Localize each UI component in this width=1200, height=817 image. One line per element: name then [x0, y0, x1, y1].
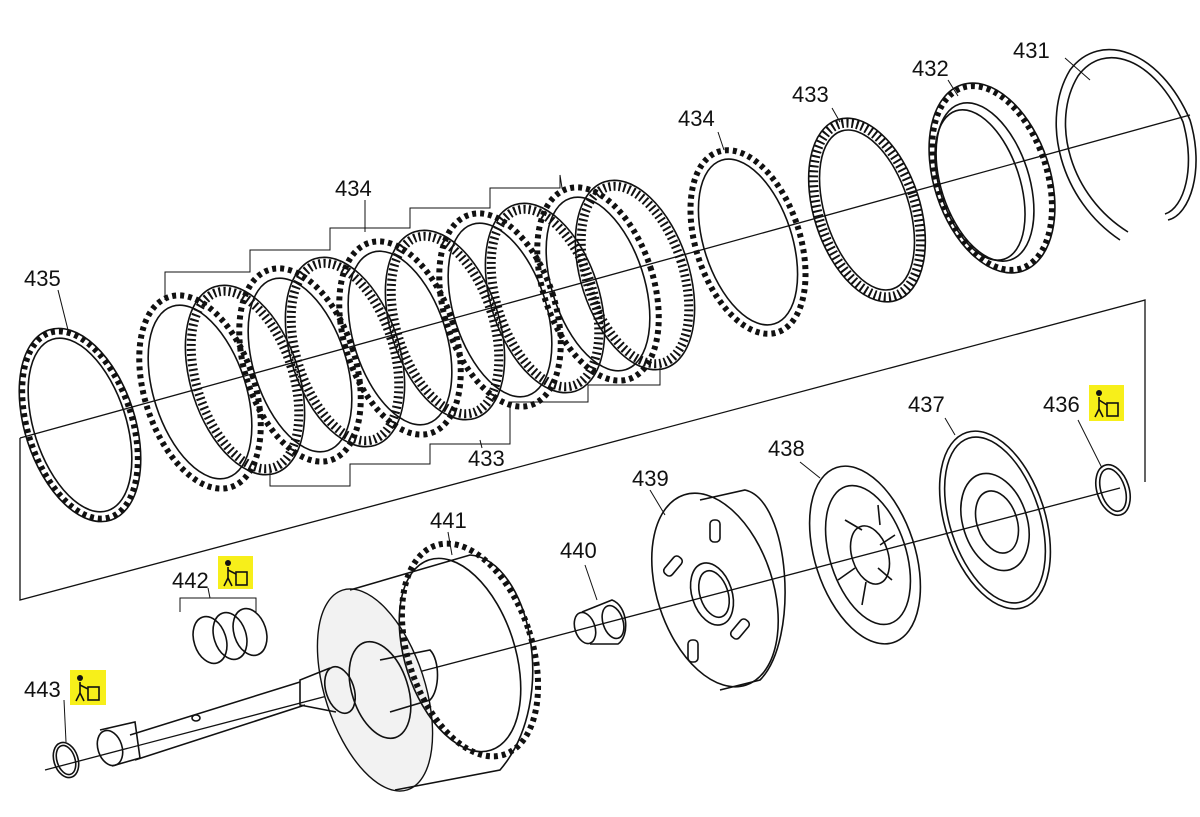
housing-439 [650, 489, 786, 691]
discard-icon-443 [70, 670, 106, 705]
discard-icon-442 [218, 556, 253, 589]
callout-442: 442 [172, 568, 209, 593]
callout-437: 437 [908, 392, 945, 417]
leader-434-right [717, 131, 725, 151]
callout-436: 436 [1043, 392, 1080, 417]
steel-plate-434-right [687, 147, 809, 337]
callout-443: 443 [24, 677, 61, 702]
friction-plate-433-top [807, 117, 927, 303]
axis-line-upper [19, 114, 1191, 439]
callout-439: 439 [632, 466, 669, 491]
discard-icon-436 [1089, 385, 1124, 421]
callout-433-top: 433 [792, 82, 829, 107]
axis-line-lower [44, 487, 1121, 771]
seal-rings-442 [192, 607, 268, 665]
leader-437 [944, 417, 956, 436]
plate-435 [18, 327, 142, 523]
bushing-440 [573, 599, 627, 645]
snap-ring-431 [1055, 48, 1197, 241]
leader-431 [1064, 57, 1091, 81]
leader-438 [799, 461, 821, 479]
clutch-pack-group [136, 179, 696, 492]
snap-ring-443 [52, 741, 80, 779]
callout-441: 441 [430, 508, 467, 533]
callout-435: 435 [24, 266, 61, 291]
snap-ring-436 [1094, 463, 1132, 517]
bracket-442 [179, 597, 257, 612]
leader-433-top [831, 107, 841, 123]
callout-440: 440 [560, 538, 597, 563]
leader-440 [584, 564, 598, 601]
callout-434-group: 434 [335, 176, 372, 201]
leader-439 [649, 489, 666, 516]
leader-432 [947, 79, 959, 97]
callout-438: 438 [768, 436, 805, 461]
callout-431: 431 [1013, 38, 1050, 63]
subassembly-bracket [19, 299, 1146, 601]
leader-435 [57, 289, 69, 331]
piston-437 [938, 430, 1052, 610]
leader-442 [207, 587, 211, 599]
bracket-433-group [269, 368, 661, 487]
leader-441 [447, 531, 453, 556]
bracket-434-group [164, 174, 563, 300]
input-shaft-drum-441 [96, 540, 542, 792]
callout-434-right: 434 [678, 106, 715, 131]
leader-443 [63, 699, 67, 743]
spring-assembly-438 [808, 465, 922, 645]
leader-436 [1077, 419, 1103, 469]
callout-432: 432 [912, 56, 949, 81]
callout-433-group: 433 [468, 446, 505, 471]
leader-433-group [479, 439, 483, 449]
backing-plate-432 [928, 82, 1056, 274]
